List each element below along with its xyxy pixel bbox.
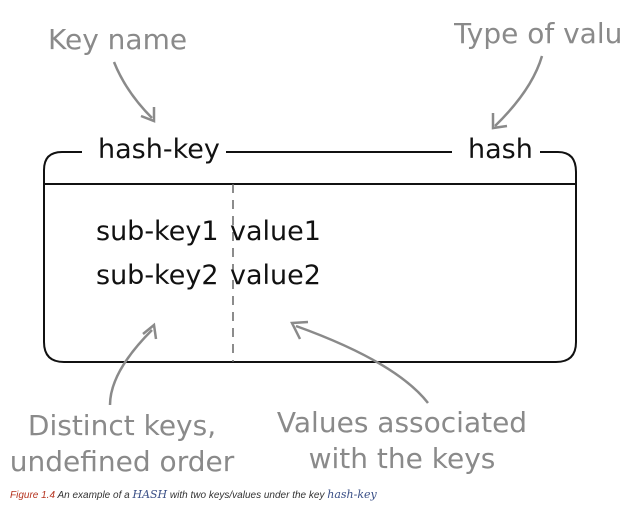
hash-type-label: hash: [464, 133, 537, 167]
key-name-annotation: Key name: [48, 23, 188, 56]
arrowhead-values-associated: [290, 320, 309, 340]
caption-hash-word: HASH: [132, 488, 168, 501]
arrow-key-name: [112, 61, 153, 119]
figure-label: Figure 1.4: [10, 490, 56, 501]
hash-key-label: hash-key: [96, 133, 222, 167]
arrow-type-of-value: [494, 55, 544, 127]
value-2: value2: [230, 260, 321, 291]
caption-key-word: hash-key: [327, 488, 377, 501]
sub-key-2: sub-key2: [96, 260, 219, 291]
values-associated-annotation-line1: Values associated: [276, 406, 528, 439]
arrowhead-type-of-value: [491, 113, 508, 130]
box-outline: [43, 151, 577, 363]
figure-caption: Figure 1.4 An example of a HASH with two…: [10, 488, 377, 501]
sub-key-1: sub-key1: [96, 216, 219, 247]
caption-text-middle: with two keys/values under the key: [167, 490, 328, 501]
distinct-keys-annotation-line2: undefined order: [9, 445, 235, 478]
arrowhead-distinct-keys: [142, 322, 158, 340]
distinct-keys-annotation-line1: Distinct keys,: [27, 409, 217, 442]
arrow-values-associated: [295, 324, 429, 404]
arrowhead-key-name: [140, 107, 156, 123]
values-associated-annotation-line2: with the keys: [308, 442, 496, 475]
caption-text-before: An example of a: [55, 490, 133, 501]
type-of-value-annotation: Type of valu: [454, 17, 623, 50]
value-1: value1: [230, 216, 321, 247]
arrow-distinct-keys: [108, 329, 153, 406]
